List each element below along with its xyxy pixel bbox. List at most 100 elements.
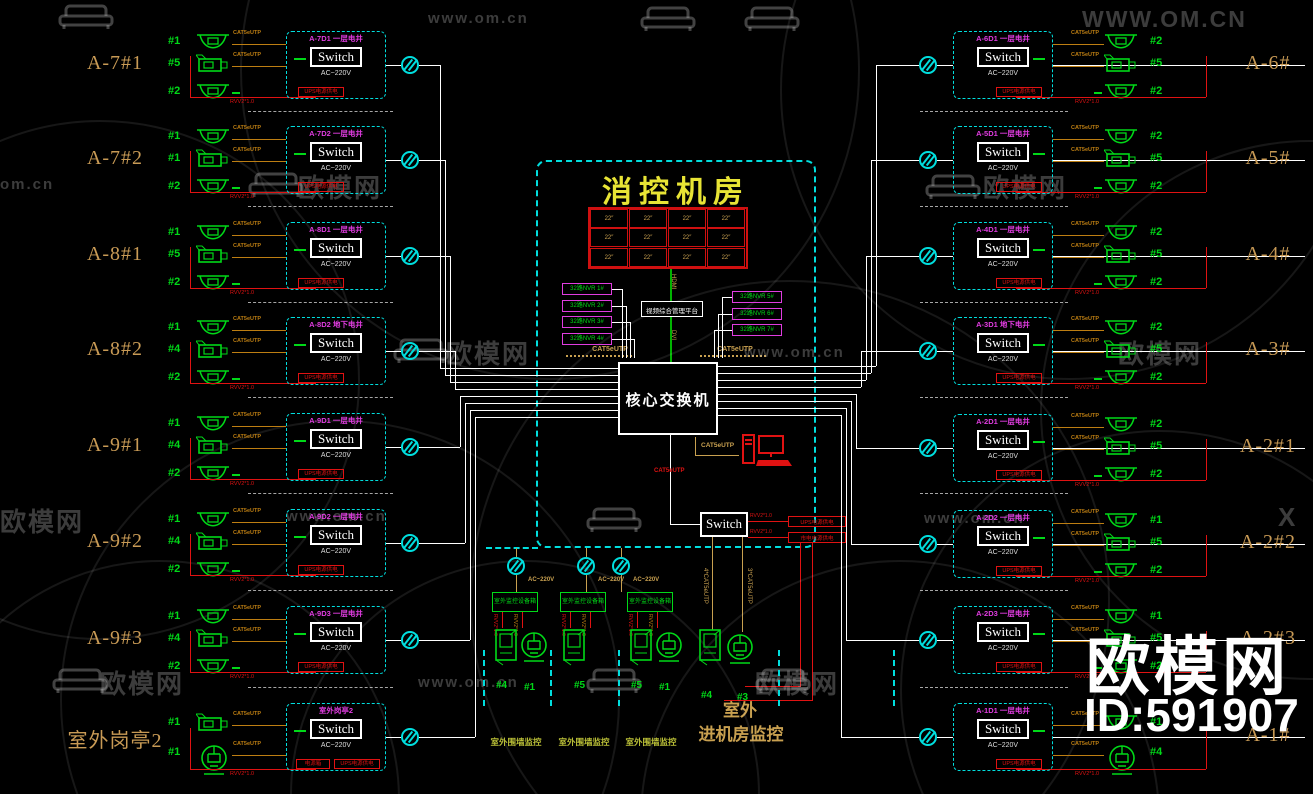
camera-icon [722,632,758,673]
sofa-watermark-icon [755,666,811,701]
wire [722,297,723,358]
camera-icon [196,223,230,250]
row-separator [920,397,1068,398]
wire [386,256,401,257]
wire [1053,330,1104,331]
fiber-node-icon [919,439,937,457]
fiber-node-icon [919,728,937,746]
wire [386,447,401,448]
camera-icon [1103,54,1138,81]
wire [232,187,240,189]
switch-box [310,622,362,642]
watermark-text: www.om.cn [418,674,519,691]
camera-icon [1103,340,1138,367]
camera-icon [196,273,230,300]
wire [232,725,286,726]
wire [232,448,286,449]
ups-box: UPS电源供电 [298,182,344,192]
wire [937,351,953,352]
wire [937,640,953,641]
wire [294,730,306,732]
switch-label: Switch [984,624,1022,639]
switch-box [310,47,362,67]
camera-icon [1104,127,1138,154]
wire [1033,153,1045,155]
wire [1206,342,1207,383]
fiber-node-icon [401,247,419,265]
group-separator [618,650,620,706]
cable-label: CAT5eUTP [233,316,262,322]
ground-label: 室外围墙监控 [625,737,677,747]
wire [1206,728,1207,769]
channel-label: #2 [1150,371,1163,383]
channel-label: #4 [1150,746,1163,758]
wire [586,575,587,592]
wire [937,65,953,66]
wire [626,305,627,358]
row-label: A-2#2 [1239,531,1297,553]
wire [475,417,618,418]
wire [419,160,445,161]
fiber-node-icon [401,438,419,456]
row-label: A-4# [1245,243,1291,265]
wire [871,160,872,373]
wire [841,737,919,738]
row-label: A-3# [1245,338,1291,360]
ac-label: AC~220V [528,577,555,583]
nvr-box: 32路NVR 6# [732,307,782,320]
wire [1206,151,1207,192]
switch-box [310,142,362,162]
row-separator [248,111,393,112]
wire [714,330,732,331]
wire [1016,192,1206,193]
camera-icon [196,657,230,684]
watermark-text: www.om.cn [744,344,845,361]
sofa-watermark-icon [744,4,800,39]
riser-room-box [953,510,1053,578]
row-separator [920,302,1068,303]
channel-label: #2 [168,467,181,479]
rvv-label: RVV2*1.0 [1075,99,1100,105]
wire [386,737,401,738]
channel-label: #4 [496,680,508,691]
channel-label: #1 [659,682,671,693]
wire [1094,283,1102,285]
wire [876,65,919,66]
rvv-label: RVV2*1.0 [1075,674,1100,680]
channel-label: #2 [1150,321,1163,333]
camera-icon [196,318,230,345]
tv-monitor-cell: 22″ [590,247,628,267]
cable-label: CAT5eUTP [233,147,262,153]
camera-icon [196,127,230,154]
ac-label: AC~220V [633,577,660,583]
wire [937,544,953,545]
channel-label: #2 [1150,468,1163,480]
row-label: A-6# [1245,52,1291,74]
wire [419,256,450,257]
cable-label: CAT5eUTP [1071,338,1100,344]
wire [445,375,618,376]
wire [460,396,461,447]
wire [386,351,401,352]
ups-box: UPS电源供电 [996,373,1042,383]
channel-label: #1 [1150,716,1163,728]
wire [1053,44,1104,45]
fiber-node-icon [919,151,937,169]
wire [1016,288,1206,289]
fiber-node-icon [401,728,419,746]
wire [232,570,240,572]
ups-box: UPS电源供电 [298,565,344,575]
tv-monitor-cell: 22″ [590,209,628,228]
sub-switch-label: Switch [705,516,743,531]
tv-monitor-cell: 22″ [668,247,706,267]
watermark-text: 欧模网 [298,173,383,203]
row-label: A-7#2 [86,147,144,169]
wire [1053,351,1305,352]
ups-box: UPS电源供电 [996,759,1042,769]
wire [470,410,618,411]
wire [621,575,622,592]
wire [1016,97,1206,98]
wire [190,97,316,98]
watermark-text: WWW.OM.CN [1082,6,1247,32]
wire [1053,448,1305,449]
